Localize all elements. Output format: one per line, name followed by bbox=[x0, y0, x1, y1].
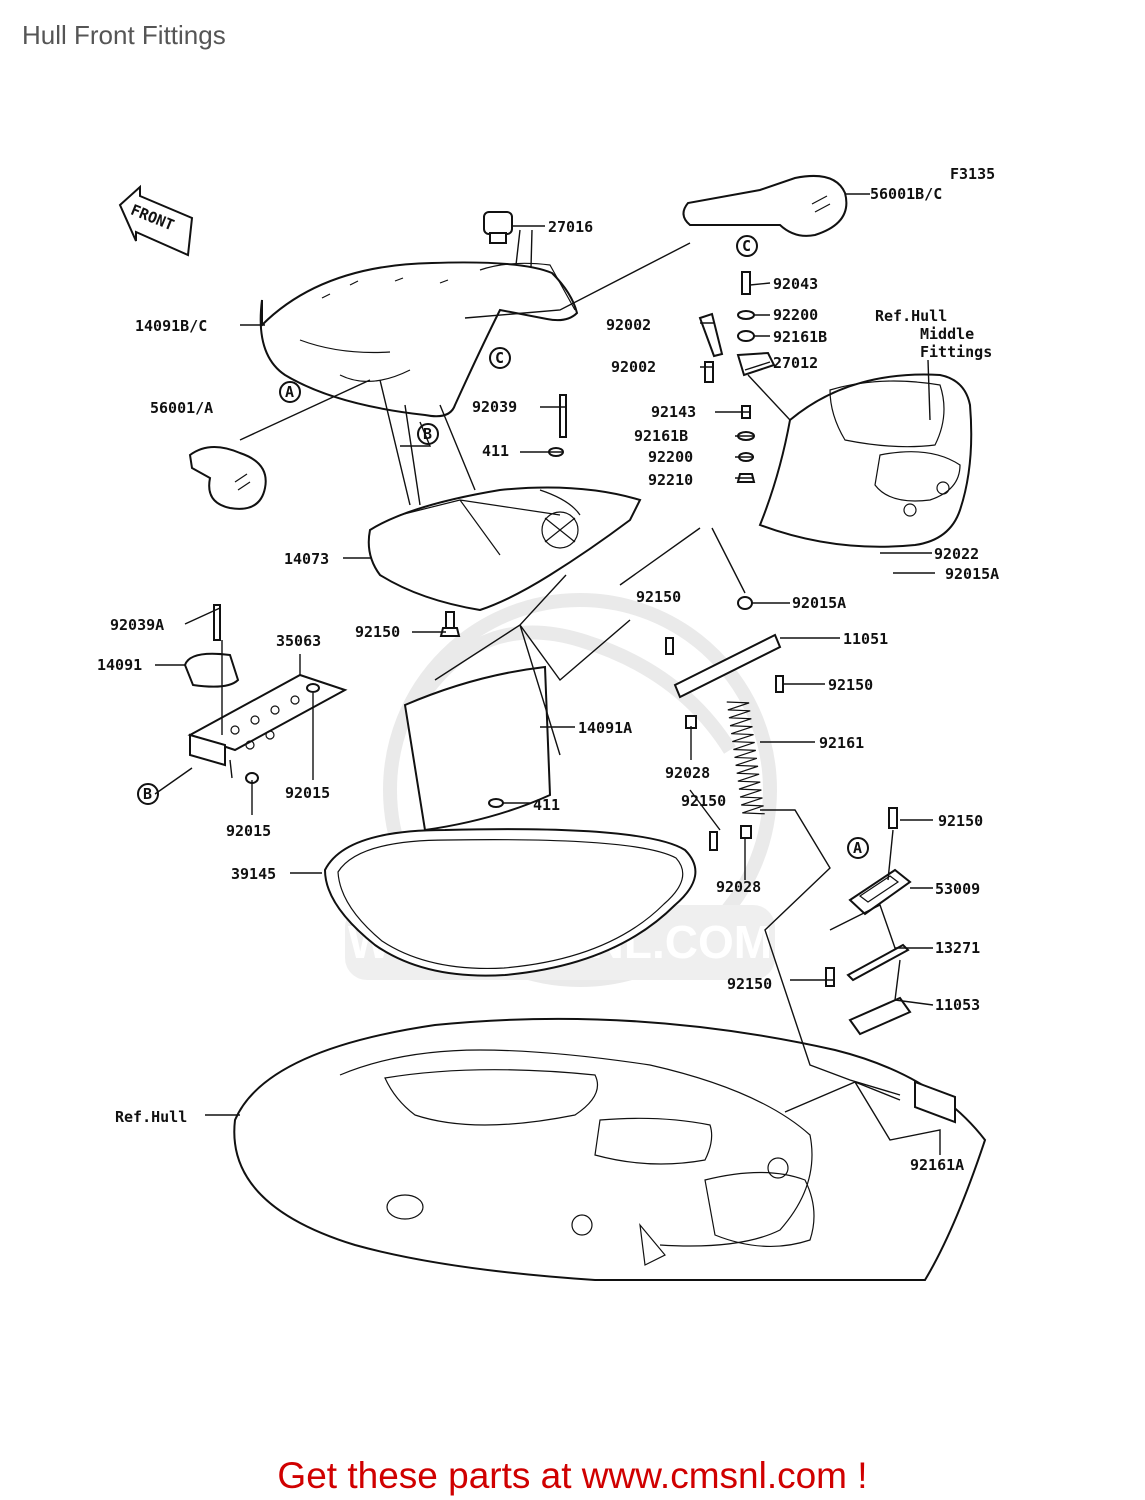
label-92039a: 92039A bbox=[110, 616, 164, 634]
cta-link[interactable]: Get these parts at www.cmsnl.com ! bbox=[277, 1455, 868, 1496]
figure-code: F3135 bbox=[950, 165, 995, 183]
label-56001a: 56001/A bbox=[150, 399, 213, 417]
label-14091a: 14091A bbox=[578, 719, 632, 737]
grip-56001a-shape bbox=[188, 446, 267, 510]
label-411-a: 411 bbox=[482, 442, 509, 460]
bracket-11053-shape bbox=[848, 996, 912, 1036]
cap-27016-shape bbox=[483, 211, 513, 244]
label-14091bc: 14091B/C bbox=[135, 317, 207, 335]
label-14091: 14091 bbox=[97, 656, 142, 674]
label-92150-b: 92150 bbox=[355, 623, 400, 641]
label-92015-a: 92015 bbox=[285, 784, 330, 802]
page-title: Hull Front Fittings bbox=[22, 20, 226, 50]
svg-text:B: B bbox=[143, 785, 152, 803]
svg-text:C: C bbox=[742, 237, 751, 255]
label-92161b-a: 92161B bbox=[773, 328, 827, 346]
front-arrow-icon: FRONT bbox=[118, 184, 194, 257]
svg-text:A: A bbox=[285, 383, 294, 401]
svg-text:B: B bbox=[423, 425, 432, 443]
label-92039: 92039 bbox=[472, 398, 517, 416]
label-ref-hull-middle-2: Middle bbox=[920, 325, 974, 343]
label-92150-c: 92150 bbox=[828, 676, 873, 694]
hull-shape bbox=[233, 1017, 987, 1281]
callout-c-right: C bbox=[736, 235, 758, 257]
label-92161: 92161 bbox=[819, 734, 864, 752]
label-92022: 92022 bbox=[934, 545, 979, 563]
bolt-shape bbox=[709, 807, 898, 987]
leader bbox=[239, 379, 371, 441]
label-92015a-a: 92015A bbox=[945, 565, 999, 583]
bracket-35063-shape bbox=[183, 604, 348, 784]
plate-13271-shape bbox=[846, 943, 910, 982]
label-92043: 92043 bbox=[773, 275, 818, 293]
label-92015-b: 92015 bbox=[226, 822, 271, 840]
label-92028-a: 92028 bbox=[665, 764, 710, 782]
svg-text:C: C bbox=[495, 349, 504, 367]
label-ref-hull-middle-3: Fittings bbox=[920, 343, 992, 361]
label-92161a-shape bbox=[914, 1080, 956, 1124]
spring-92161-shape bbox=[726, 701, 765, 815]
label-11051: 11051 bbox=[843, 630, 888, 648]
callout-a-right: A bbox=[847, 837, 869, 859]
label-92210: 92210 bbox=[648, 471, 693, 489]
grip-56001bc-shape bbox=[682, 174, 848, 237]
label-56001bc: 56001B/C bbox=[870, 185, 942, 203]
cover-14091a-shape bbox=[403, 665, 552, 832]
label-ref-hull-middle-1: Ref.Hull bbox=[875, 307, 947, 325]
assembly-lines bbox=[154, 242, 941, 1155]
label-92150-d: 92150 bbox=[681, 792, 726, 810]
cover-14091bc-shape bbox=[259, 261, 579, 418]
label-53009: 53009 bbox=[935, 880, 980, 898]
seal-39145-shape bbox=[323, 828, 697, 977]
callout-b-left: B bbox=[137, 783, 159, 805]
callout-a-top: A bbox=[279, 381, 301, 403]
label-92200-a: 92200 bbox=[773, 306, 818, 324]
tray-14073-shape bbox=[367, 486, 642, 612]
label-92161b-b: 92161B bbox=[634, 427, 688, 445]
bracket-11051-shape bbox=[665, 596, 784, 729]
bolt-shape bbox=[439, 611, 461, 637]
label-35063: 35063 bbox=[276, 632, 321, 650]
label-92150-a: 92150 bbox=[636, 588, 681, 606]
label-92015a-b: 92015A bbox=[792, 594, 846, 612]
label-14073: 14073 bbox=[284, 550, 329, 568]
label-92150-f: 92150 bbox=[727, 975, 772, 993]
leader bbox=[927, 359, 931, 421]
label-27012: 27012 bbox=[773, 354, 818, 372]
label-27016: 27016 bbox=[548, 218, 593, 236]
svg-text:A: A bbox=[853, 839, 862, 857]
label-92150-e: 92150 bbox=[938, 812, 983, 830]
label-92161a: 92161A bbox=[910, 1156, 964, 1174]
label-92002-a: 92002 bbox=[606, 316, 651, 334]
part-labels: 56001B/C 27016 92043 92200 92161B 92002 … bbox=[97, 185, 999, 1174]
label-92200-b: 92200 bbox=[648, 448, 693, 466]
label-92143: 92143 bbox=[651, 403, 696, 421]
label-ref-hull: Ref.Hull bbox=[115, 1108, 187, 1126]
hull-middle-shape bbox=[758, 373, 973, 548]
latch-53009-shape bbox=[848, 868, 912, 916]
label-92002-b: 92002 bbox=[611, 358, 656, 376]
label-13271: 13271 bbox=[935, 939, 980, 957]
callout-c-mid: C bbox=[489, 347, 511, 369]
label-92028-b: 92028 bbox=[716, 878, 761, 896]
label-411-b: 411 bbox=[533, 796, 560, 814]
washer-shape bbox=[488, 798, 504, 808]
label-11053: 11053 bbox=[935, 996, 980, 1014]
label-39145: 39145 bbox=[231, 865, 276, 883]
